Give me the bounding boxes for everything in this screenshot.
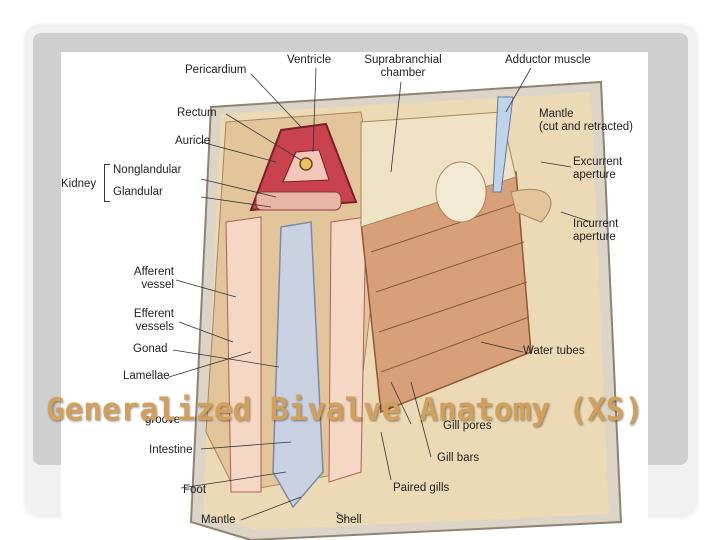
label-efferent-vessels: Efferent vessels xyxy=(133,308,174,333)
suprabranchial-shape xyxy=(360,111,517,228)
label-rectum: Rectum xyxy=(177,107,217,119)
bivalve-diagram: Pericardium Ventricle Suprabranchial cha… xyxy=(61,52,648,540)
label-gill-pores: Gill pores xyxy=(443,420,492,432)
label-food-groove: groove xyxy=(145,414,181,426)
label-gill-bars: Gill bars xyxy=(437,452,480,464)
foot-shape xyxy=(272,221,324,509)
bivalve-illustration xyxy=(168,67,623,540)
label-foot: Foot xyxy=(183,484,207,496)
label-auricle: Auricle xyxy=(175,135,211,147)
label-gonad: Gonad xyxy=(133,343,168,355)
label-glandular: Glandular xyxy=(113,186,163,198)
rectum-shape xyxy=(299,157,313,171)
label-excurrent-aperture: Excurrent aperture xyxy=(573,156,623,181)
label-incurrent-aperture: Incurrent aperture xyxy=(573,218,619,243)
label-water-tubes: Water tubes xyxy=(523,345,585,357)
label-kidney: Kidney xyxy=(61,178,97,190)
leader-lines xyxy=(168,67,592,521)
gill-left-inner xyxy=(328,216,367,483)
label-intestine: Intestine xyxy=(149,444,193,456)
kidney-bracket xyxy=(104,164,110,202)
label-mantle-cut: Mantle (cut and retracted) xyxy=(539,108,633,133)
label-adductor-muscle: Adductor muscle xyxy=(505,54,591,66)
label-paired-gills: Paired gills xyxy=(393,482,450,494)
label-pericardium: Pericardium xyxy=(185,64,247,76)
label-ventricle: Ventricle xyxy=(287,54,332,66)
adductor-shape xyxy=(435,161,487,223)
probe-shape xyxy=(492,96,514,193)
label-suprabranchial-chamber: Suprabranchial chamber xyxy=(364,54,442,79)
label-nonglandular: Nonglandular xyxy=(113,164,182,176)
kidney-shape xyxy=(255,191,342,211)
label-lamellae: Lamellae xyxy=(123,370,170,382)
slide-title: Generalized Bivalve Anatomy (XS) xyxy=(46,392,644,428)
label-shell: Shell xyxy=(336,514,362,526)
label-afferent-vessel: Afferent vessel xyxy=(133,266,174,291)
label-mantle: Mantle xyxy=(201,514,236,526)
